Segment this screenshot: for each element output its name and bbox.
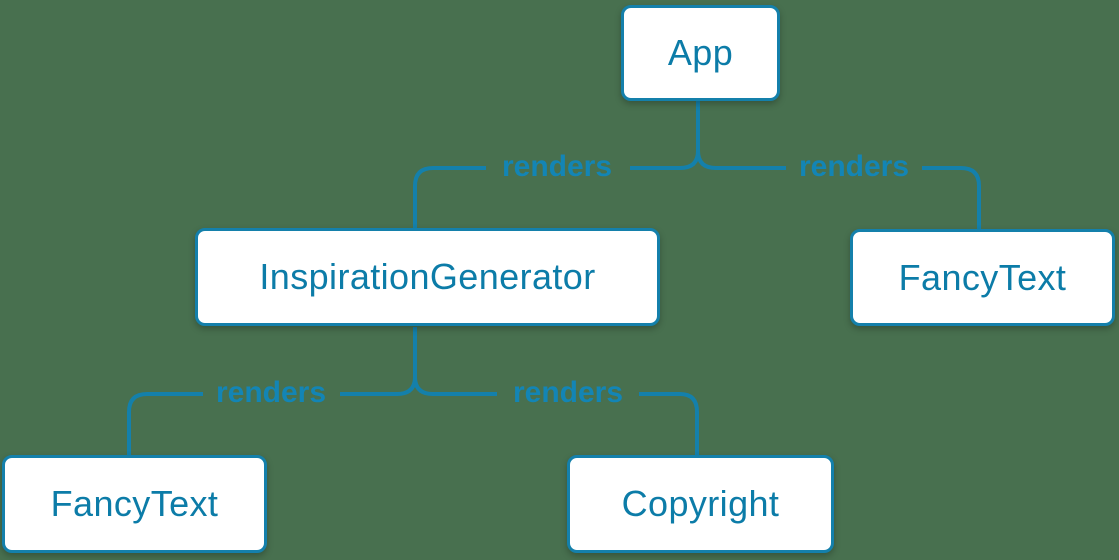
node-copyright: Copyright xyxy=(567,455,834,553)
node-inspiration-generator: InspirationGenerator xyxy=(195,228,660,326)
edge-label-renders: renders xyxy=(798,150,910,183)
node-fancy-text-top: FancyText xyxy=(850,229,1115,326)
node-label: FancyText xyxy=(50,483,219,524)
node-label: FancyText xyxy=(898,256,1067,298)
edge-inspirationgenerator-copyright xyxy=(413,376,699,456)
edge-label-renders: renders xyxy=(512,376,624,409)
node-label: App xyxy=(667,32,734,73)
edge-app-fancytext xyxy=(696,150,981,230)
node-label: InspirationGenerator xyxy=(259,256,596,297)
node-app: App xyxy=(621,5,780,101)
node-fancy-text-bottom: FancyText xyxy=(2,455,267,553)
node-label: Copyright xyxy=(621,483,780,524)
edge-label-renders: renders xyxy=(215,376,327,409)
edge-label-renders: renders xyxy=(501,150,613,183)
